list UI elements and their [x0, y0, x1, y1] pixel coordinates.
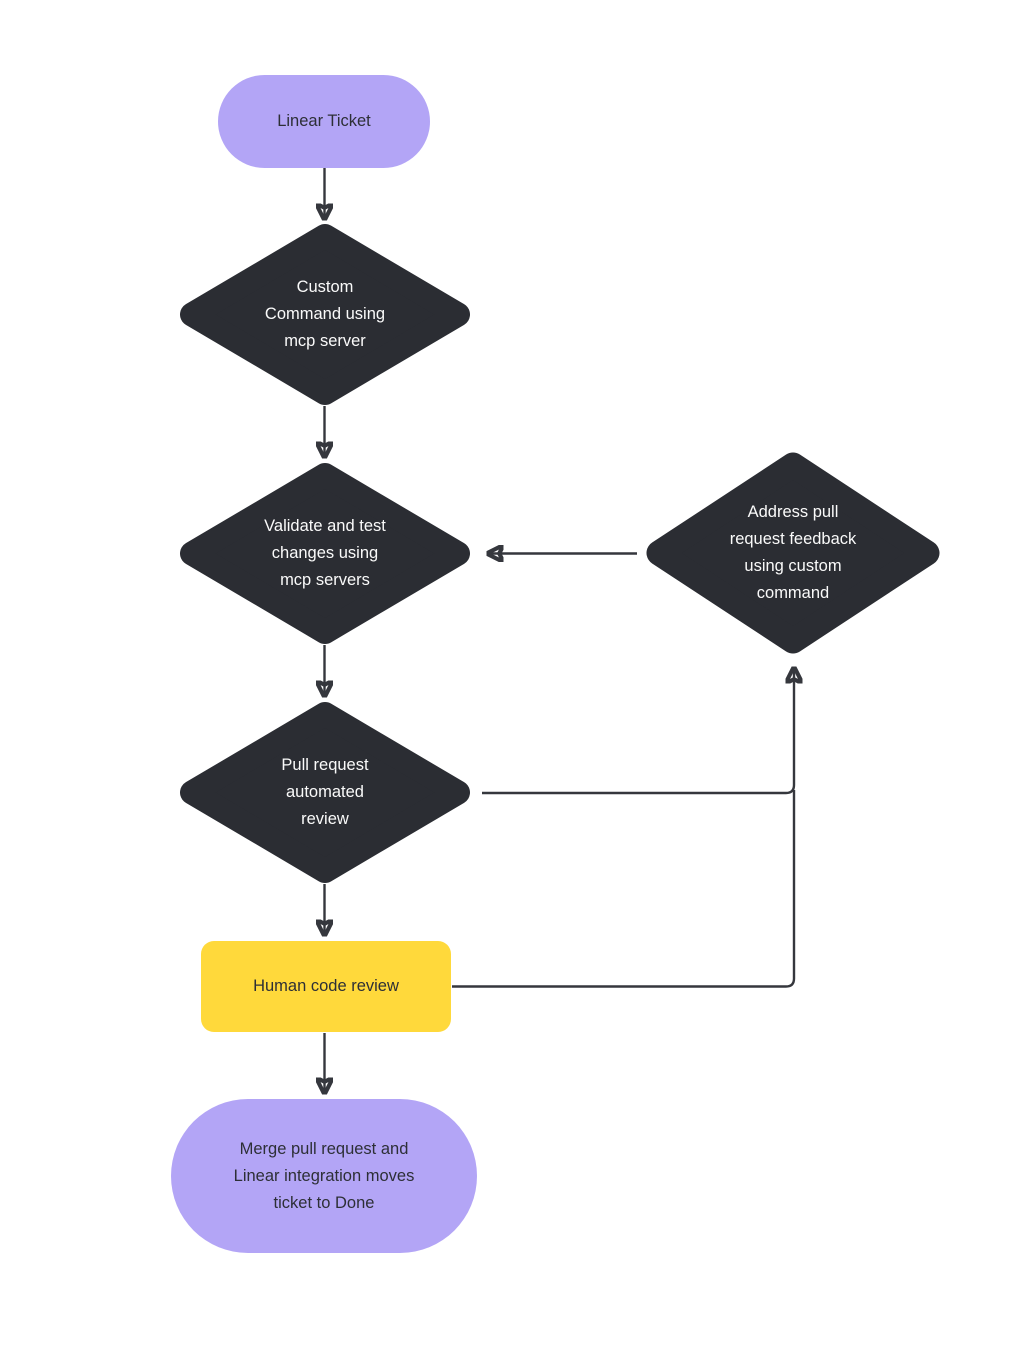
- edge-human-to-address: [452, 790, 796, 988]
- node-pull-request-review-label: Pull request automated review: [281, 756, 369, 828]
- node-validate-test-label: Validate and test changes using mcp serv…: [264, 517, 386, 589]
- diamond-shape: [646, 452, 940, 654]
- node-custom-command-label: Custom Command using mcp server: [264, 278, 386, 350]
- node-pull-request-review[interactable]: Pull request automated review: [179, 702, 471, 883]
- node-custom-command[interactable]: Custom Command using mcp server: [179, 224, 471, 405]
- node-linear-ticket-label: Linear Ticket: [277, 112, 371, 130]
- node-linear-ticket[interactable]: Linear Ticket: [218, 75, 430, 168]
- diamond-shape: [180, 463, 470, 644]
- diamond-shape: [180, 224, 470, 405]
- diamond-shape: [180, 702, 470, 883]
- node-merge-pull-request[interactable]: Merge pull request and Linear integratio…: [171, 1099, 477, 1253]
- node-human-code-review[interactable]: Human code review: [201, 941, 451, 1032]
- node-address-feedback-label: Address pull request feedback using cust…: [729, 503, 857, 602]
- node-human-code-review-label: Human code review: [253, 977, 399, 995]
- node-address-feedback[interactable]: Address pull request feedback using cust…: [645, 452, 941, 654]
- node-merge-pull-request-label: Merge pull request and Linear integratio…: [233, 1139, 415, 1212]
- edge-pull-to-address: [482, 669, 794, 795]
- node-validate-test[interactable]: Validate and test changes using mcp serv…: [179, 463, 471, 644]
